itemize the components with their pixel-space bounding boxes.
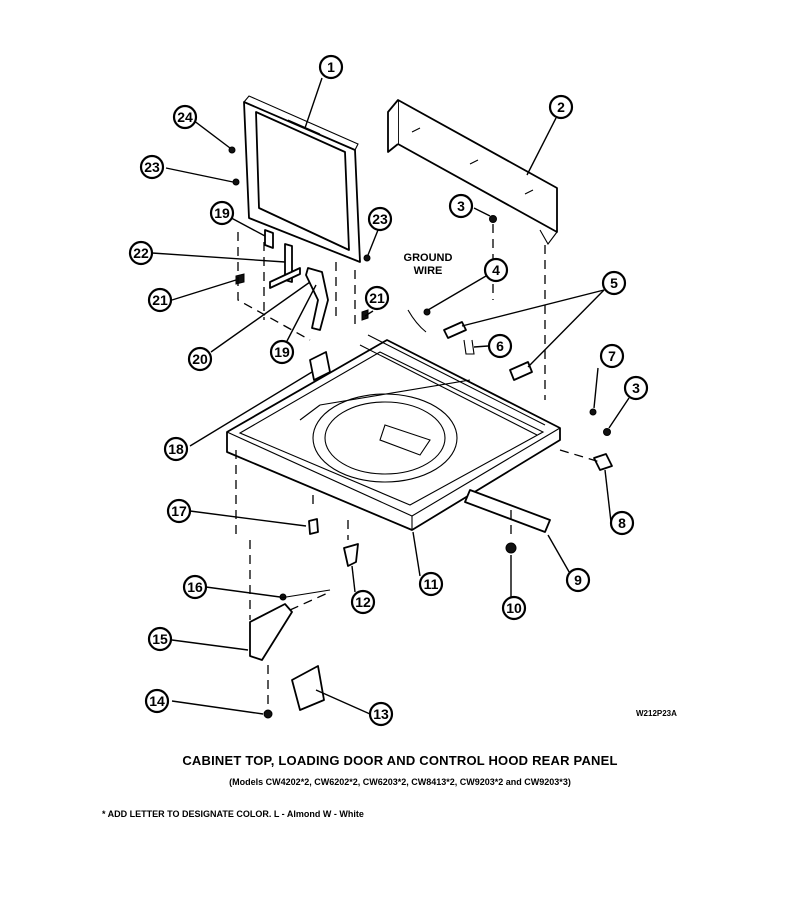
mounting-bracket <box>464 489 551 533</box>
diagram-title: CABINET TOP, LOADING DOOR AND CONTROL HO… <box>182 753 618 768</box>
callout-21-left: 21 <box>147 287 173 313</box>
svg-text:5: 5 <box>610 275 618 291</box>
svg-text:23: 23 <box>372 211 388 227</box>
callout-14: 14 <box>144 688 170 714</box>
svg-text:3: 3 <box>632 380 640 396</box>
callout-7: 7 <box>599 343 625 369</box>
callout-16: 16 <box>182 574 208 600</box>
callout-23-left: 23 <box>139 154 165 180</box>
callout-21-right: 21 <box>364 285 390 311</box>
svg-text:19: 19 <box>214 205 230 221</box>
callout-4: 4 <box>483 257 509 283</box>
svg-text:13: 13 <box>373 706 389 722</box>
ground-wire-label-line2: WIRE <box>414 265 443 277</box>
svg-text:4: 4 <box>492 262 500 278</box>
callout-19-top: 19 <box>209 200 235 226</box>
callout-17: 17 <box>166 498 192 524</box>
diagram-models: (Models CW4202*2, CW6202*2, CW6203*2, CW… <box>229 777 571 787</box>
svg-text:8: 8 <box>618 515 626 531</box>
callout-8: 8 <box>609 510 635 536</box>
callout-1: 1 <box>318 54 344 80</box>
loading-door <box>243 95 361 263</box>
callout-3-right: 3 <box>623 375 649 401</box>
svg-text:16: 16 <box>187 579 203 595</box>
exploded-parts-diagram: GROUND WIRE 1 2 3 3 4 5 6 7 8 9 10 11 12… <box>128 54 677 727</box>
svg-text:11: 11 <box>424 576 439 592</box>
svg-text:23: 23 <box>144 159 160 175</box>
callout-13: 13 <box>368 701 394 727</box>
ground-wire-label-line1: GROUND <box>404 252 453 264</box>
svg-text:21: 21 <box>152 292 168 308</box>
callout-15: 15 <box>147 626 173 652</box>
svg-text:2: 2 <box>557 99 565 115</box>
callout-18: 18 <box>163 436 189 462</box>
svg-text:17: 17 <box>171 503 187 519</box>
callout-10: 10 <box>501 595 527 621</box>
svg-text:9: 9 <box>574 572 582 588</box>
control-hood-rear-panel <box>387 99 558 245</box>
svg-text:19: 19 <box>274 344 290 360</box>
svg-text:21: 21 <box>369 290 385 306</box>
svg-text:12: 12 <box>355 594 371 610</box>
svg-text:22: 22 <box>133 245 149 261</box>
svg-text:15: 15 <box>152 631 168 647</box>
svg-text:6: 6 <box>496 338 504 354</box>
callout-23-right: 23 <box>367 206 393 232</box>
callout-22: 22 <box>128 240 154 266</box>
hardware <box>228 146 613 719</box>
svg-text:20: 20 <box>192 351 208 367</box>
alignment-lines <box>235 224 601 708</box>
drawing-number: W212P23A <box>636 709 677 718</box>
svg-text:14: 14 <box>149 693 165 709</box>
svg-text:1: 1 <box>327 59 335 75</box>
svg-text:24: 24 <box>177 109 193 125</box>
callout-20: 20 <box>187 346 213 372</box>
svg-text:10: 10 <box>506 600 522 616</box>
svg-text:3: 3 <box>457 198 465 214</box>
callout-3-top: 3 <box>448 193 474 219</box>
callout-11: 11 <box>418 571 444 597</box>
callout-12: 12 <box>350 589 376 615</box>
color-note: * ADD LETTER TO DESIGNATE COLOR. L - Alm… <box>102 809 364 819</box>
svg-text:7: 7 <box>608 348 616 364</box>
leader-lines <box>151 77 630 715</box>
svg-text:18: 18 <box>168 441 184 457</box>
callout-19-bottom: 19 <box>269 339 295 365</box>
cabinet-top <box>226 334 561 531</box>
callout-6: 6 <box>487 333 513 359</box>
callout-9: 9 <box>565 567 591 593</box>
callout-2: 2 <box>548 94 574 120</box>
callout-5: 5 <box>601 270 627 296</box>
callout-24: 24 <box>172 104 198 130</box>
